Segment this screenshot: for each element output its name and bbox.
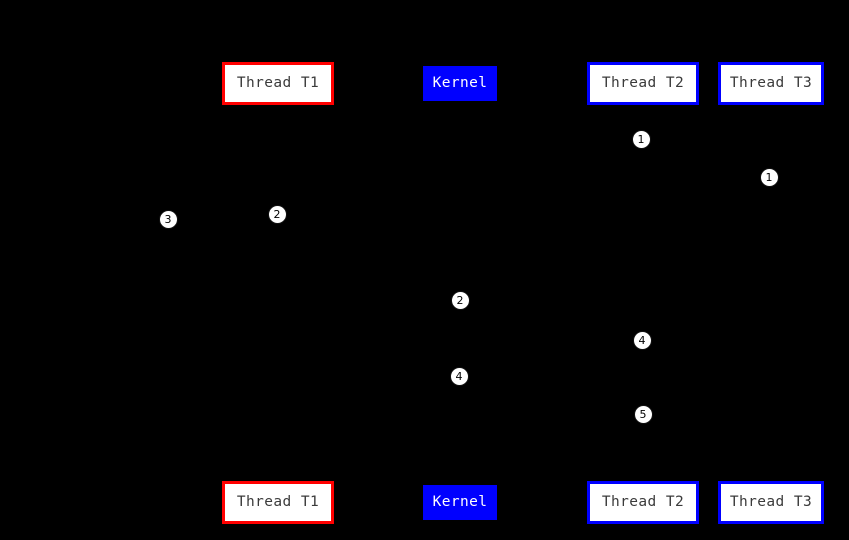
sequence-badge[interactable]: 2 <box>450 290 470 310</box>
sequence-badge[interactable]: 4 <box>632 330 652 350</box>
message-arrow-8 <box>643 414 771 415</box>
sequence-badge[interactable]: 1 <box>631 129 651 149</box>
message-arrowhead-2 <box>643 173 651 181</box>
lifeline-t2 <box>643 105 644 481</box>
participant-label: Thread T2 <box>601 494 685 511</box>
message-arrowhead-8 <box>763 410 771 418</box>
message-arrow-5 <box>460 300 643 301</box>
message-arrowhead-6 <box>460 336 468 344</box>
sequence-badge-number: 4 <box>455 369 463 383</box>
message-arrowhead-4 <box>452 210 460 218</box>
participant-header-thread-t2[interactable]: Thread T2 <box>587 62 699 105</box>
message-arrowhead-1 <box>763 135 771 143</box>
participant-label: Thread T1 <box>236 75 320 92</box>
participant-footer-thread-t1[interactable]: Thread T1 <box>222 481 334 524</box>
sequence-badge-number: 2 <box>456 293 464 307</box>
participant-label: Thread T1 <box>236 494 320 511</box>
lifeline-t1 <box>278 105 279 481</box>
participant-label: Kernel <box>432 494 488 511</box>
participant-header-thread-t1[interactable]: Thread T1 <box>222 62 334 105</box>
participant-label: Kernel <box>432 75 488 92</box>
sequence-badge-number: 5 <box>639 407 647 421</box>
sequence-badge[interactable]: 5 <box>633 404 653 424</box>
message-arrow-4 <box>278 214 460 215</box>
message-arrowhead-5 <box>635 296 643 304</box>
sequence-badge-number: 1 <box>765 170 773 184</box>
sequence-badge-number: 3 <box>164 212 172 226</box>
participant-footer-thread-t3[interactable]: Thread T3 <box>718 481 824 524</box>
message-arrowhead-7 <box>278 372 286 380</box>
sequence-badge[interactable]: 2 <box>267 204 287 224</box>
sequence-badge[interactable]: 1 <box>759 167 779 187</box>
participant-header-thread-t3[interactable]: Thread T3 <box>718 62 824 105</box>
sequence-badge[interactable]: 4 <box>449 366 469 386</box>
participant-label: Thread T3 <box>729 75 813 92</box>
message-arrow-2 <box>643 177 771 178</box>
participant-footer-kernel[interactable]: Kernel <box>423 485 497 520</box>
sequence-badge-number: 2 <box>273 207 281 221</box>
participant-label: Thread T2 <box>601 75 685 92</box>
participant-label: Thread T3 <box>729 494 813 511</box>
participant-header-kernel[interactable]: Kernel <box>423 66 497 101</box>
sequence-badge-number: 4 <box>638 333 646 347</box>
lifeline-t3 <box>771 105 772 481</box>
message-arrow-7 <box>278 376 460 377</box>
message-arrow-6 <box>460 340 643 341</box>
message-arrow-1 <box>643 139 771 140</box>
sequence-badge[interactable]: 3 <box>158 209 178 229</box>
participant-footer-thread-t2[interactable]: Thread T2 <box>587 481 699 524</box>
message-arrow-3 <box>168 219 278 220</box>
sequence-badge-number: 1 <box>637 132 645 146</box>
